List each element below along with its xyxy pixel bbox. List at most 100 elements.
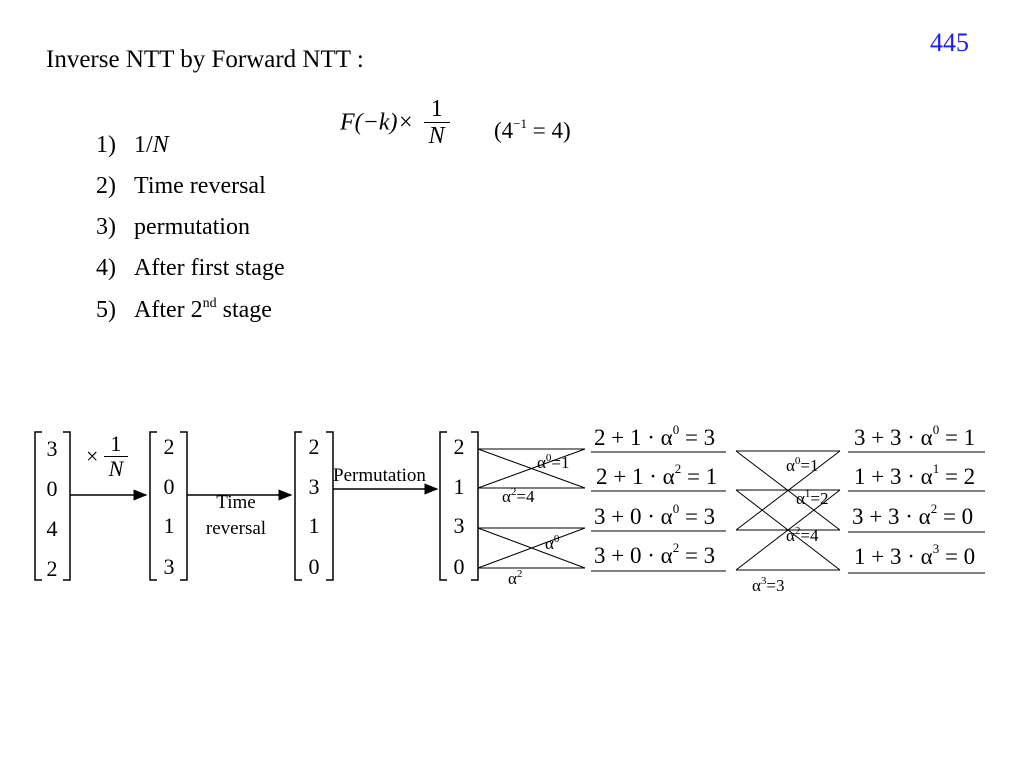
equation-exp: 2 xyxy=(672,540,680,555)
step-item: 1)1/N xyxy=(96,132,169,159)
vector-value: 1 xyxy=(453,474,465,499)
twiddle-base: α xyxy=(545,534,554,553)
formula-denominator: N xyxy=(428,123,445,150)
twiddle-exp: 0 xyxy=(545,452,552,464)
equation-lhs: 1 + 3 · α xyxy=(854,544,933,569)
twiddle-base: α xyxy=(786,526,795,545)
step-number: 4) xyxy=(96,255,116,281)
stage1-butterflies xyxy=(477,448,586,569)
formula-numerator: 1 xyxy=(430,96,443,122)
equation-exp: 0 xyxy=(672,422,680,437)
twiddle-base: α xyxy=(537,453,546,472)
vector-value: 3 xyxy=(308,474,320,499)
twiddle-factor-label: α3=3 xyxy=(752,575,785,596)
vector-value: 0 xyxy=(163,474,175,499)
stage2-equation: 3 + 3 · α0 = 1 xyxy=(854,422,975,451)
equation-rhs: = 1 xyxy=(939,425,976,450)
equation-exp: 0 xyxy=(672,501,680,516)
stage2-butterflies xyxy=(735,450,841,571)
twiddle-value: =2 xyxy=(810,489,829,508)
inverse-note-exp: −1 xyxy=(513,116,528,131)
vector-value: 0 xyxy=(46,476,58,501)
twiddle-value: =1 xyxy=(551,453,570,472)
scale-fraction: 1 N xyxy=(103,431,128,482)
step-item: 2) Time reversal xyxy=(96,173,266,200)
equation-exp: 2 xyxy=(674,461,682,476)
twiddle-value: =3 xyxy=(766,576,785,595)
twiddle-base: α xyxy=(786,456,795,475)
equation-rhs: = 0 xyxy=(939,544,976,569)
step-text: 1/ xyxy=(134,132,153,158)
step-item: 5)After 2nd stage xyxy=(96,296,272,324)
twiddle-factor-label: α1=2 xyxy=(796,488,829,509)
equation-rhs: = 3 xyxy=(679,504,716,529)
scale-denominator: N xyxy=(108,456,124,482)
vector-value: 3 xyxy=(453,513,465,538)
vector-value: 2 xyxy=(46,556,58,581)
vector-value: 0 xyxy=(308,554,320,579)
step-text-sup: nd xyxy=(202,296,217,311)
vector-value: 3 xyxy=(163,554,175,579)
scaling-formula: F(−k)× 1 N xyxy=(340,96,450,150)
twiddle-exp: 2 xyxy=(516,568,523,580)
permutation-label: Permutation xyxy=(333,465,426,486)
time-reversal-line1: Time xyxy=(216,492,256,513)
twiddle-exp: 0 xyxy=(794,455,801,467)
equation-exp: 0 xyxy=(932,422,940,437)
inverse-note-open: (4 xyxy=(494,118,514,143)
equation-rhs: = 1 xyxy=(681,464,718,489)
stage1-underlines xyxy=(591,451,726,572)
twiddle-base: α xyxy=(508,569,517,588)
twiddle-exp: 3 xyxy=(760,575,767,587)
stage2-underlines xyxy=(848,451,985,574)
step-number: 2) xyxy=(96,173,116,199)
twiddle-factor-label: α2=4 xyxy=(786,525,819,546)
twiddle-exp: 1 xyxy=(804,488,811,500)
slide-title: Inverse NTT by Forward NTT : xyxy=(46,46,364,73)
twiddle-factor-label: α0=1 xyxy=(786,455,819,476)
step-item: 3)permutation xyxy=(96,214,250,241)
vector-value: 0 xyxy=(453,554,465,579)
equation-lhs: 3 + 3 · α xyxy=(854,425,933,450)
time-reversal-label: Time reversal xyxy=(196,490,276,542)
step-number: 5) xyxy=(96,297,116,323)
equation-rhs: = 0 xyxy=(937,504,974,529)
twiddle-value: =4 xyxy=(516,487,535,506)
stage1-equation: 3 + 0 · α2 = 3 xyxy=(594,540,715,569)
vector-value: 2 xyxy=(308,434,320,459)
equation-exp: 2 xyxy=(930,501,938,516)
step-item: 4) After first stage xyxy=(96,255,285,282)
scale-label: × 1 N xyxy=(86,431,128,482)
step-number: 1) xyxy=(96,132,116,158)
twiddle-value: =1 xyxy=(800,456,819,475)
equation-lhs: 2 + 1 · α xyxy=(594,425,673,450)
step-text: After first stage xyxy=(134,255,285,281)
twiddle-factor-label: α2 xyxy=(508,568,522,589)
formula-lhs: F(−k)× xyxy=(340,109,414,136)
scale-numerator: 1 xyxy=(110,431,122,456)
twiddle-exp: 2 xyxy=(510,486,517,498)
step-text: Time reversal xyxy=(134,173,266,199)
twiddle-value: =4 xyxy=(800,526,819,545)
vector-value: 2 xyxy=(453,434,465,459)
vector-value: 3 xyxy=(46,436,58,461)
vector-value: 4 xyxy=(46,516,58,541)
vector-value: 1 xyxy=(308,513,320,538)
step-text: stage xyxy=(216,297,272,323)
equation-rhs: = 2 xyxy=(939,464,976,489)
twiddle-factor-label: α0 xyxy=(545,533,559,554)
stage2-equation: 3 + 3 · α2 = 0 xyxy=(852,501,973,530)
equation-exp: 1 xyxy=(932,461,940,476)
equation-rhs: = 3 xyxy=(679,425,716,450)
formula-fraction: 1 N xyxy=(423,96,450,150)
twiddle-base: α xyxy=(752,576,761,595)
inverse-note: (4−1 = 4) xyxy=(494,116,571,144)
stage1-equation: 2 + 1 · α2 = 1 xyxy=(596,461,717,490)
stage2-equation: 1 + 3 · α1 = 2 xyxy=(854,461,975,490)
equation-exp: 3 xyxy=(932,541,940,556)
equation-lhs: 3 + 0 · α xyxy=(594,543,673,568)
twiddle-base: α xyxy=(502,487,511,506)
vector-brackets xyxy=(34,431,479,581)
step-text: permutation xyxy=(134,214,250,240)
